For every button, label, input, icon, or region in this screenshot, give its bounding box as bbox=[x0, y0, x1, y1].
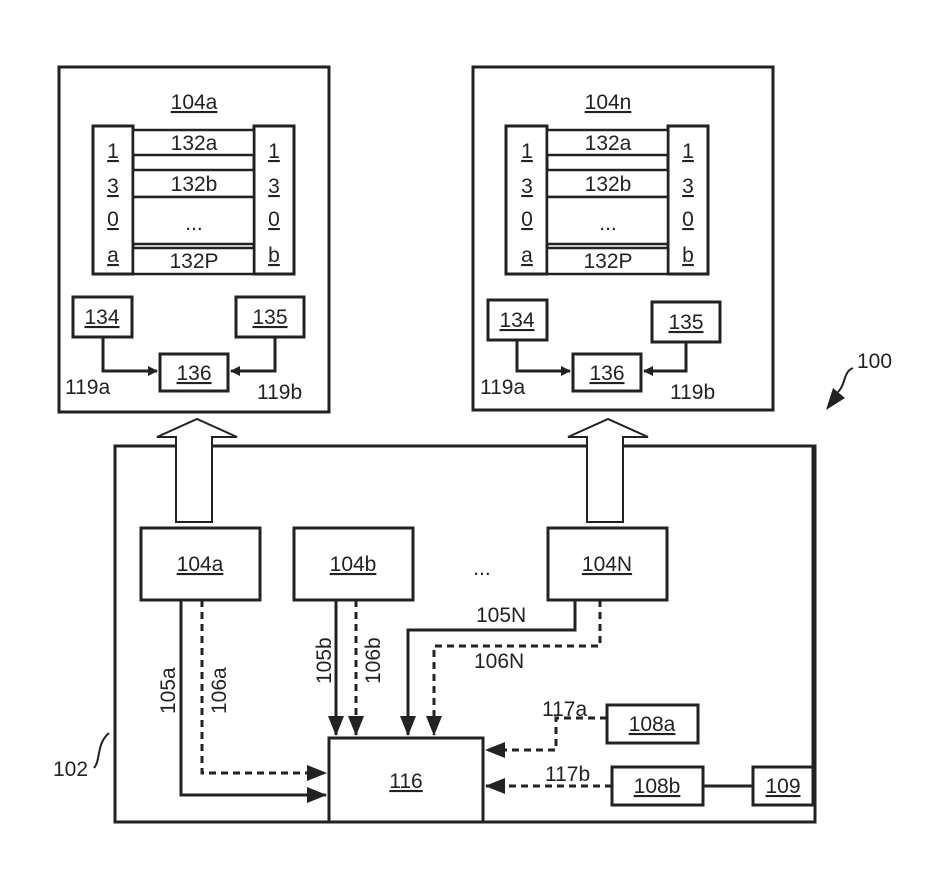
detail-right-col-a-2: 3 bbox=[521, 175, 533, 198]
detail-left-col-a-2: 3 bbox=[107, 175, 119, 198]
detail-right-col-b-3: 0 bbox=[682, 208, 694, 231]
detail-right-row-2-label: 132b bbox=[585, 173, 632, 196]
detail-left-row-1-label: 132a bbox=[171, 132, 218, 155]
detail-right-box-135-label: 135 bbox=[668, 311, 703, 334]
conn-106n-label: 106N bbox=[474, 650, 524, 673]
source-box-3-label: 109 bbox=[765, 775, 800, 798]
detail-left-box-135-label: 135 bbox=[252, 306, 287, 329]
unit-box-1-label: 104a bbox=[177, 553, 224, 576]
detail-left-row-2-label: 132b bbox=[171, 173, 218, 196]
detail-left-box-134-label: 134 bbox=[84, 306, 119, 329]
system-ref-curve bbox=[94, 733, 109, 768]
conn-117b-label: 117b bbox=[545, 763, 590, 786]
detail-right-col-b-4: b bbox=[682, 244, 694, 267]
conn-117a-label: 117a bbox=[542, 698, 587, 721]
detail-left-row-4-label: 132P bbox=[169, 250, 218, 273]
detail-right-title: 104n bbox=[585, 91, 632, 114]
detail-right-link-b-label: 119b bbox=[670, 381, 715, 404]
detail-right-row-1-label: 132a bbox=[585, 132, 632, 155]
detail-box-right: 104n 1 3 0 a 1 3 0 b 132a 132b ... 132P … bbox=[473, 67, 773, 410]
conn-105n-label: 105N bbox=[476, 604, 526, 627]
conn-106b-label: 106b bbox=[362, 637, 385, 684]
detail-right-col-b-2: 3 bbox=[682, 175, 694, 198]
source-box-2-label: 108b bbox=[634, 775, 681, 798]
figure-ref-label: 100 bbox=[857, 350, 892, 373]
detail-right-col-a-4: a bbox=[521, 244, 533, 267]
detail-right-box-134-label: 134 bbox=[499, 309, 534, 332]
central-box-label: 116 bbox=[389, 770, 422, 793]
conn-105a-label: 105a bbox=[157, 667, 180, 714]
detail-left-box-136-label: 136 bbox=[176, 362, 211, 385]
detail-right-col-a-1: 1 bbox=[521, 140, 533, 163]
detail-left-col-b-1: 1 bbox=[268, 140, 280, 163]
detail-right-col-b-1: 1 bbox=[682, 140, 694, 163]
unit-ellipsis: ... bbox=[473, 557, 491, 580]
detail-left-col-b-3: 0 bbox=[268, 208, 280, 231]
detail-left-link-a-label: 119a bbox=[65, 376, 110, 399]
detail-left-col-b-4: b bbox=[268, 244, 280, 267]
detail-left-col-a-1: 1 bbox=[107, 140, 119, 163]
detail-left-col-a-3: 0 bbox=[107, 208, 119, 231]
detail-left-link-b-label: 119b bbox=[257, 381, 302, 404]
figure-ref-arrowhead bbox=[826, 388, 845, 410]
detail-right-box-136-label: 136 bbox=[589, 362, 624, 385]
detail-right-link-a-label: 119a bbox=[480, 376, 525, 399]
system-ref-label: 102 bbox=[53, 758, 88, 781]
detail-left-col-b-2: 3 bbox=[268, 175, 280, 198]
detail-right-row-4-label: 132P bbox=[583, 250, 632, 273]
unit-box-2-label: 104b bbox=[330, 553, 377, 576]
detail-left-col-a-4: a bbox=[107, 244, 119, 267]
figure-ref-curve bbox=[838, 368, 853, 392]
conn-105b-label: 105b bbox=[313, 637, 336, 684]
source-box-1-label: 108a bbox=[629, 713, 676, 736]
unit-box-n-label: 104N bbox=[582, 553, 632, 576]
detail-right-col-a-3: 0 bbox=[521, 208, 533, 231]
conn-106a-label: 106a bbox=[208, 667, 231, 714]
detail-left-row-3-label: ... bbox=[185, 212, 203, 235]
detail-left-title: 104a bbox=[171, 91, 218, 114]
detail-box-left: 104a 1 3 0 a 1 3 0 b 132a 132b ... 132P … bbox=[59, 67, 329, 412]
detail-right-row-3-label: ... bbox=[599, 212, 617, 235]
